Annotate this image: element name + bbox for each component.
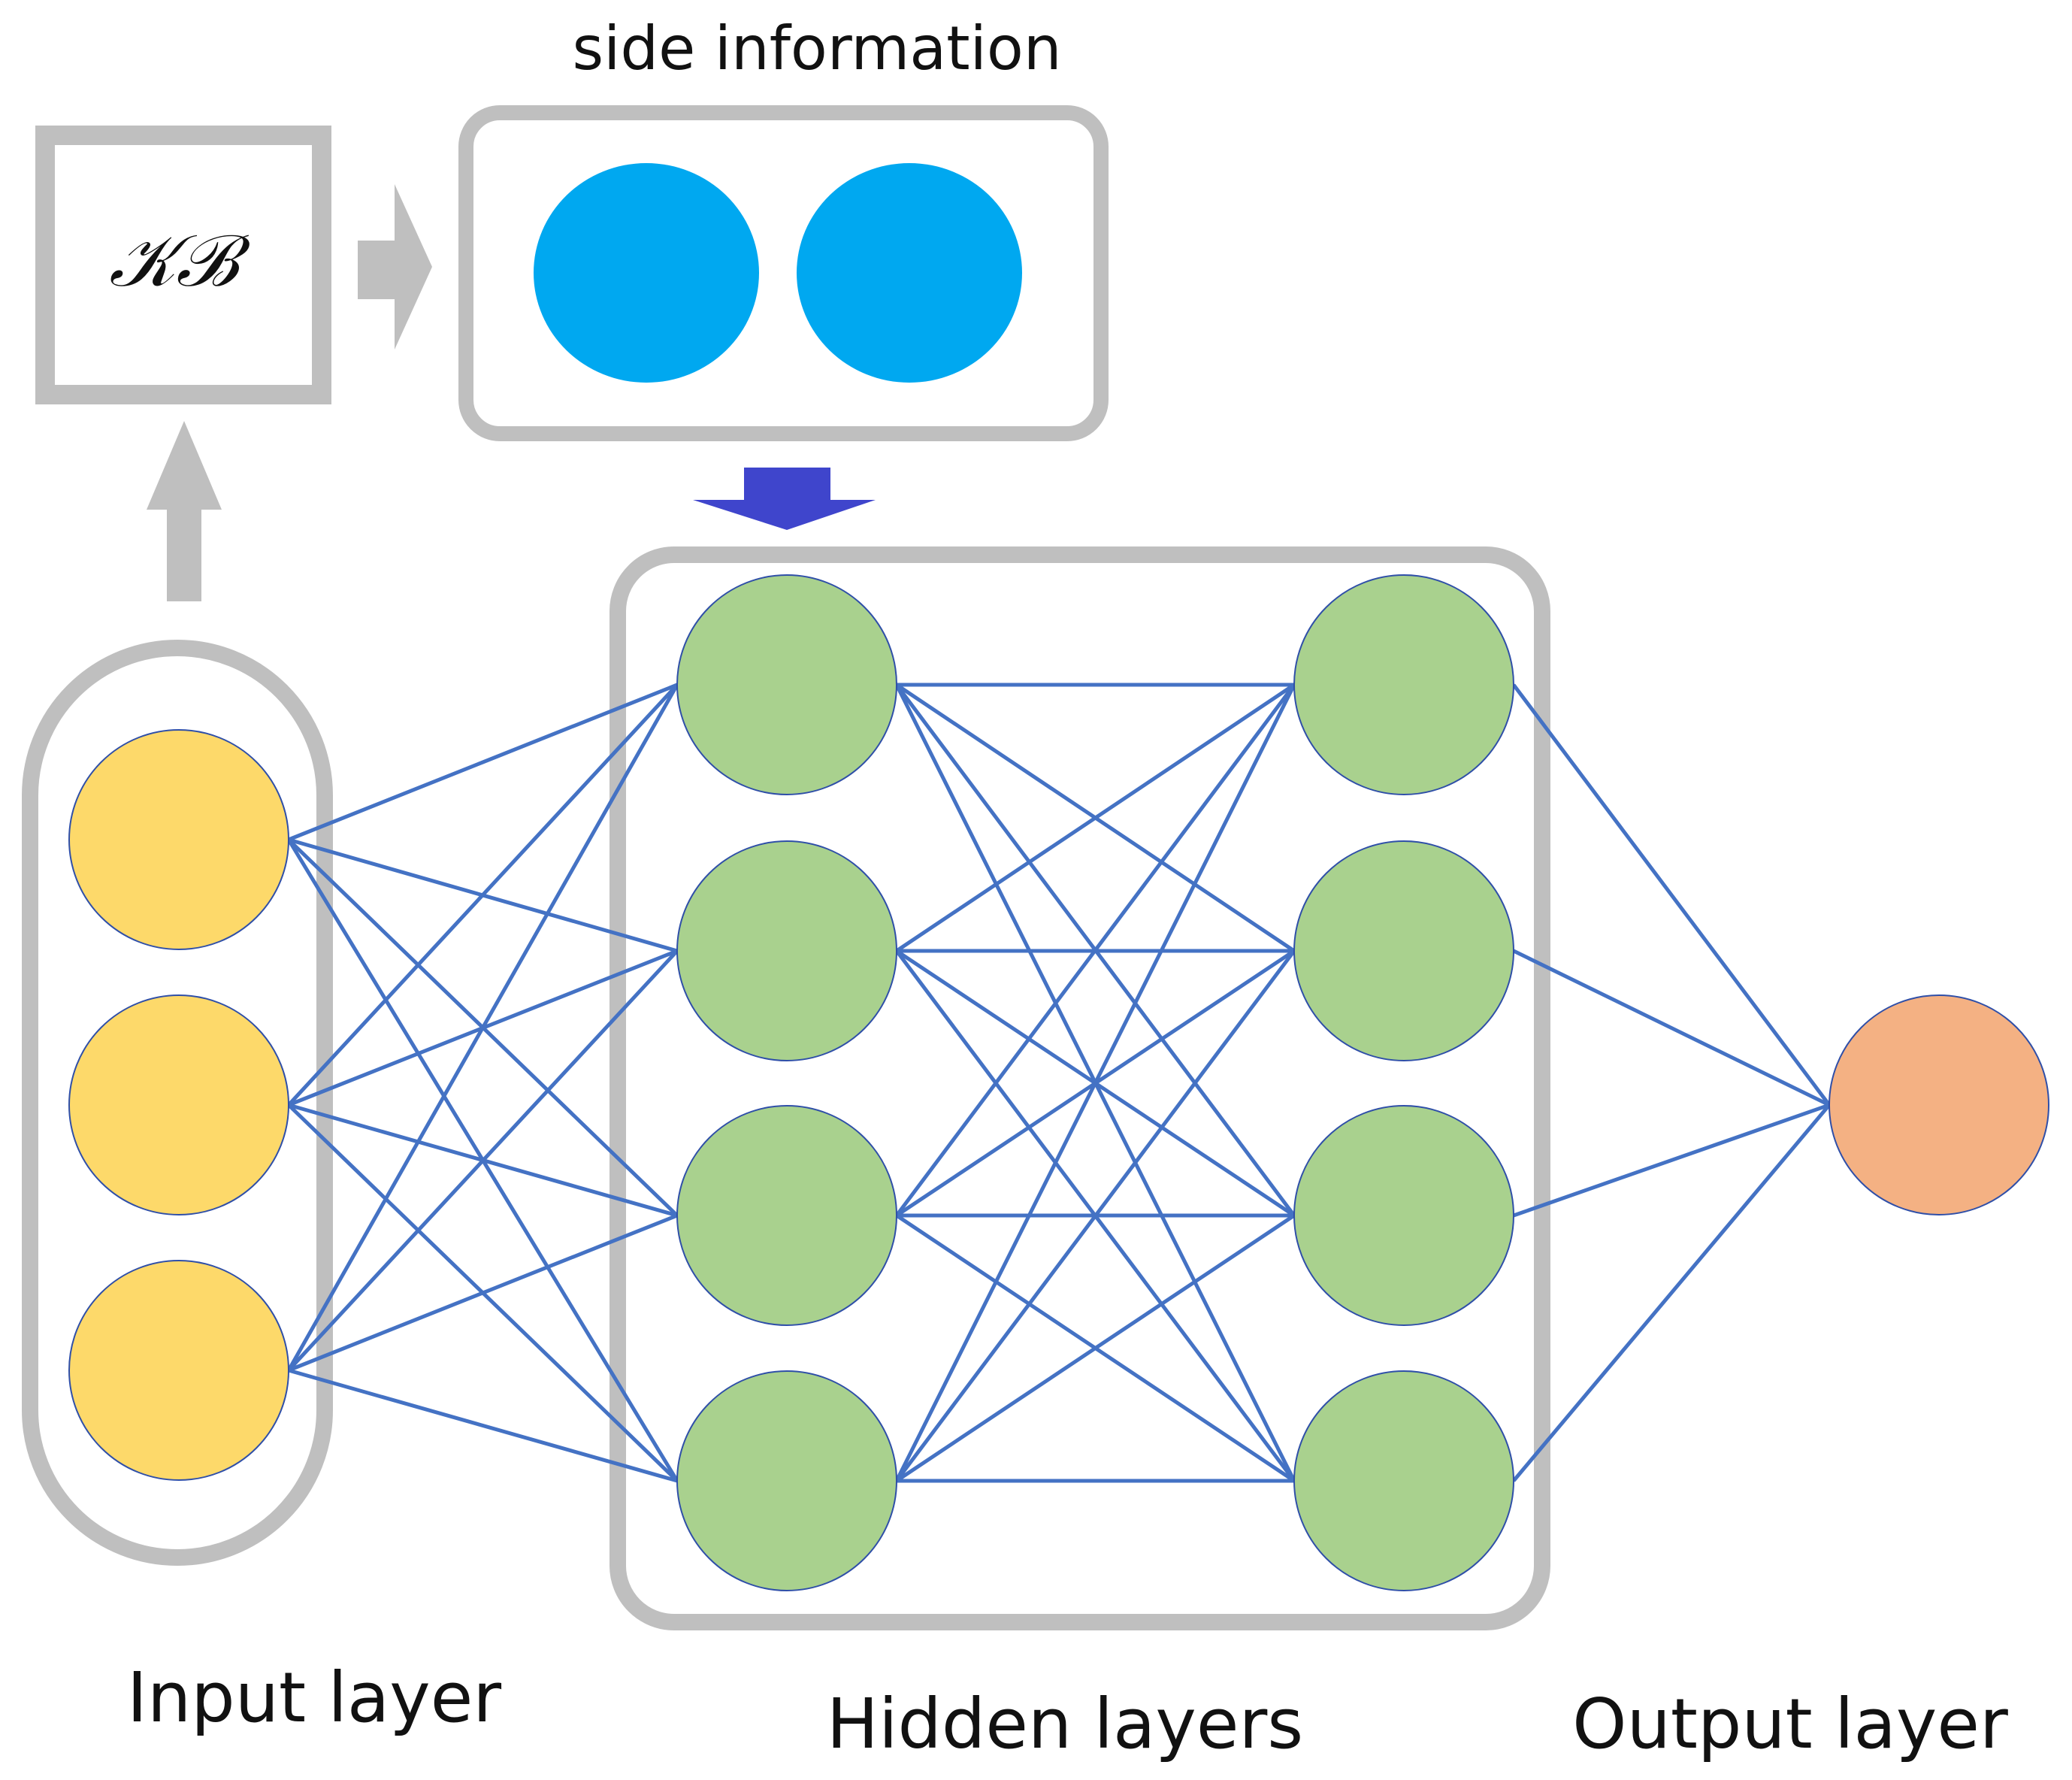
edge-1-3-to-1 [895, 949, 1296, 1482]
side-information-label: side information [572, 14, 1061, 83]
edge-2-2-to-0 [1513, 1103, 1830, 1218]
edge-0-0-to-0 [288, 683, 678, 842]
hidden-1-node-4 [676, 1370, 897, 1591]
hidden-1-node-3 [676, 1105, 897, 1326]
kb-box [35, 126, 331, 404]
input-layer-label: Input layer [127, 1657, 501, 1738]
side-information-node-2 [797, 163, 1022, 383]
input-to-kb-arrow [147, 421, 222, 601]
edge-1-3-to-2 [895, 1213, 1296, 1483]
hidden-layers-box [610, 546, 1550, 1630]
connections [286, 683, 1831, 1483]
edge-2-3-to-0 [1512, 1103, 1831, 1482]
edge-2-1-to-0 [1512, 949, 1831, 1107]
side-information-nodes [534, 163, 1022, 383]
hidden-layers-label: Hidden layers [827, 1684, 1303, 1764]
edge-1-3-to-0 [894, 683, 1296, 1482]
kb-to-side-info-arrow [358, 184, 432, 350]
edge-0-2-to-0 [286, 683, 679, 1372]
hidden-2-node-2 [1293, 840, 1514, 1061]
output-node-1 [1829, 994, 2049, 1215]
input-node-3 [68, 1260, 289, 1481]
edge-2-0-to-0 [1512, 683, 1831, 1106]
side-info-to-hidden-arrow [693, 468, 876, 530]
edge-0-1-to-0 [287, 683, 679, 1106]
edge-1-1-to-0 [895, 683, 1296, 953]
edge-0-2-to-3 [288, 1368, 678, 1483]
network-nodes [68, 574, 2049, 1591]
hidden-2-node-3 [1293, 1105, 1514, 1326]
hidden-1-node-2 [676, 840, 897, 1061]
input-layer-box [22, 640, 333, 1566]
input-node-1 [68, 729, 289, 950]
edge-0-2-to-2 [288, 1213, 678, 1373]
hidden-1-node-1 [676, 574, 897, 795]
kb-label: 𝒦ℬ [109, 219, 251, 303]
input-node-2 [68, 994, 289, 1215]
hidden-2-node-4 [1293, 1370, 1514, 1591]
output-layer-label: Output layer [1572, 1684, 2008, 1764]
edge-0-2-to-1 [287, 949, 679, 1372]
side-information-node-1 [534, 163, 759, 383]
edge-1-2-to-0 [894, 683, 1296, 1217]
hidden-2-node-1 [1293, 574, 1514, 795]
